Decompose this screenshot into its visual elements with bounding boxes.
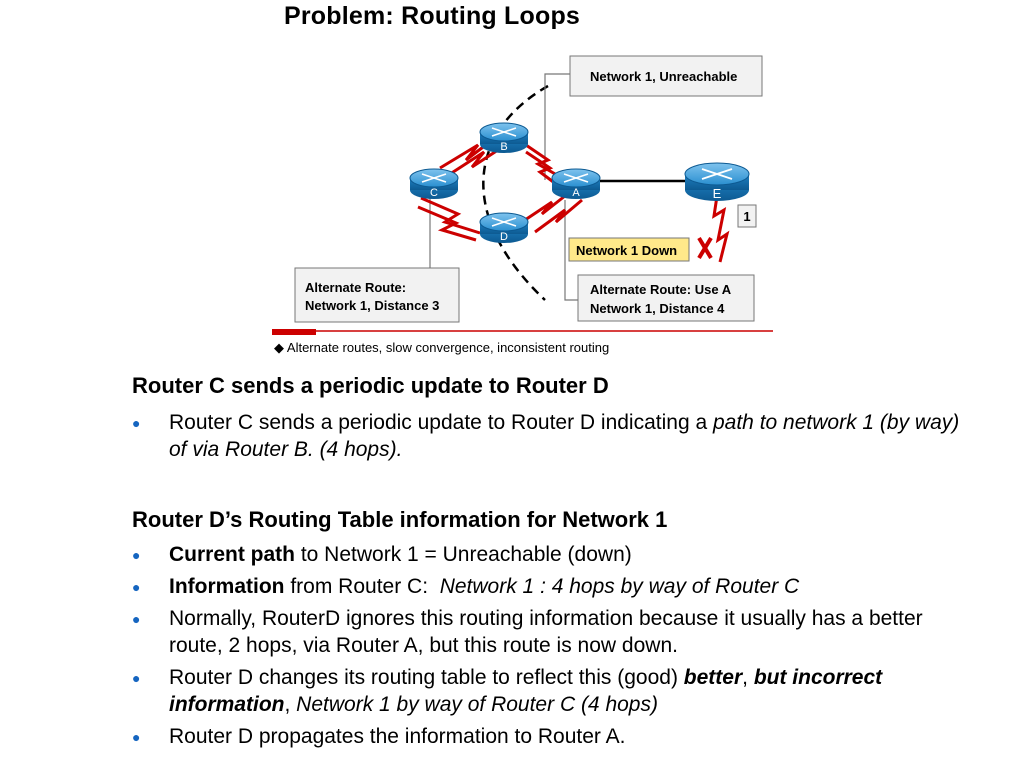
unreachable-callout: Network 1, Unreachable (569, 55, 763, 97)
bullet-text: Normally, RouterD ignores this routing i… (169, 607, 923, 657)
router-c: C (409, 168, 459, 199)
bullet-dot-icon: ● (132, 547, 141, 563)
router-a: A (551, 168, 601, 199)
network-number-box: 1 (737, 204, 757, 228)
svg-text:Network 1, Distance 3: Network 1, Distance 3 (305, 298, 439, 313)
bullet-separator: , (284, 693, 297, 716)
network-down-callout: Network 1 Down (568, 237, 690, 262)
bullet-bold-text: Information (169, 575, 285, 598)
svg-text:1: 1 (743, 209, 750, 224)
bullet-text: from Router C: (284, 575, 440, 598)
diamond-bullet-icon: ◆ (274, 340, 284, 355)
router-c-label: C (430, 187, 438, 199)
bullet-item: ● Router C sends a periodic update to Ro… (132, 409, 972, 463)
routing-loop-diagram: B C A D E Network 1, Unreachable Alterna… (272, 55, 773, 335)
bullet-text: Router D changes its routing table to re… (169, 666, 684, 689)
bullet-italic-text: Network 1 by way of Router C (4 hops) (296, 693, 658, 716)
router-e-label: E (713, 186, 722, 201)
broken-link-x-icon (697, 236, 713, 260)
bullet-text: to Network 1 = Unreachable (down) (295, 543, 632, 566)
svg-text:Alternate Route:: Alternate Route: (305, 280, 406, 295)
router-b: B (479, 122, 529, 153)
update-links (417, 136, 583, 242)
bullet-dot-icon: ● (132, 670, 141, 686)
bullet-dot-icon: ● (132, 415, 141, 431)
section2-heading: Router D’s Routing Table information for… (132, 507, 668, 532)
callout-leader-lines (429, 73, 578, 301)
bullet-dot-icon: ● (132, 611, 141, 627)
diagram-footnote: ◆ Alternate routes, slow convergence, in… (274, 340, 609, 356)
bullet-item: ● Current path to Network 1 = Unreachabl… (132, 541, 972, 568)
bullet-separator: , (742, 666, 754, 689)
section2-bullets: ● Current path to Network 1 = Unreachabl… (132, 541, 972, 755)
bullet-italic-text: Network 1 : 4 hops by way of Router C (439, 575, 800, 598)
router-d: D (479, 212, 529, 243)
svg-text:Network 1, Distance 4: Network 1, Distance 4 (590, 301, 725, 316)
link-e-network1 (712, 195, 730, 263)
svg-text:Alternate Route: Use A: Alternate Route: Use A (590, 282, 732, 297)
bullet-item: ● Information from Router C: Network 1 :… (132, 573, 972, 600)
router-b-label: B (500, 141, 507, 153)
split-boundary-curve (482, 84, 549, 301)
bullet-bold-italic-text: better (683, 666, 743, 689)
router-d-label: D (500, 231, 508, 243)
bullet-item: ● Router D changes its routing table to … (132, 664, 972, 718)
bullet-bold-italic-text: but incorrect information (169, 666, 883, 716)
bullet-text: Router C sends a periodic update to Rout… (169, 411, 713, 434)
footnote-text: Alternate routes, slow convergence, inco… (286, 340, 610, 355)
bullet-dot-icon: ● (132, 729, 141, 745)
bullet-text: Router D propagates the information to R… (169, 725, 626, 748)
bullet-italic-text: path to network 1 (by way) of via Router… (169, 411, 960, 461)
alternate-route-a-callout: Alternate Route: Use A Network 1, Distan… (577, 274, 755, 322)
router-a-label: A (572, 187, 580, 199)
svg-text:Network 1, Unreachable: Network 1, Unreachable (590, 69, 737, 84)
section1-heading: Router C sends a periodic update to Rout… (132, 373, 609, 398)
bullet-dot-icon: ● (132, 579, 141, 595)
svg-text:Network 1 Down: Network 1 Down (576, 243, 677, 258)
router-e: E (684, 162, 750, 201)
footnote-accent-bar (272, 329, 316, 335)
slide-title: Problem: Routing Loops (284, 2, 581, 30)
bullet-bold-text: Current path (169, 543, 295, 566)
section1-bullets: ● Router C sends a periodic update to Ro… (132, 409, 972, 468)
alternate-route-c-callout: Alternate Route: Network 1, Distance 3 (294, 267, 460, 323)
bullet-item: ● Normally, RouterD ignores this routing… (132, 605, 972, 659)
bullet-item: ● Router D propagates the information to… (132, 723, 972, 750)
